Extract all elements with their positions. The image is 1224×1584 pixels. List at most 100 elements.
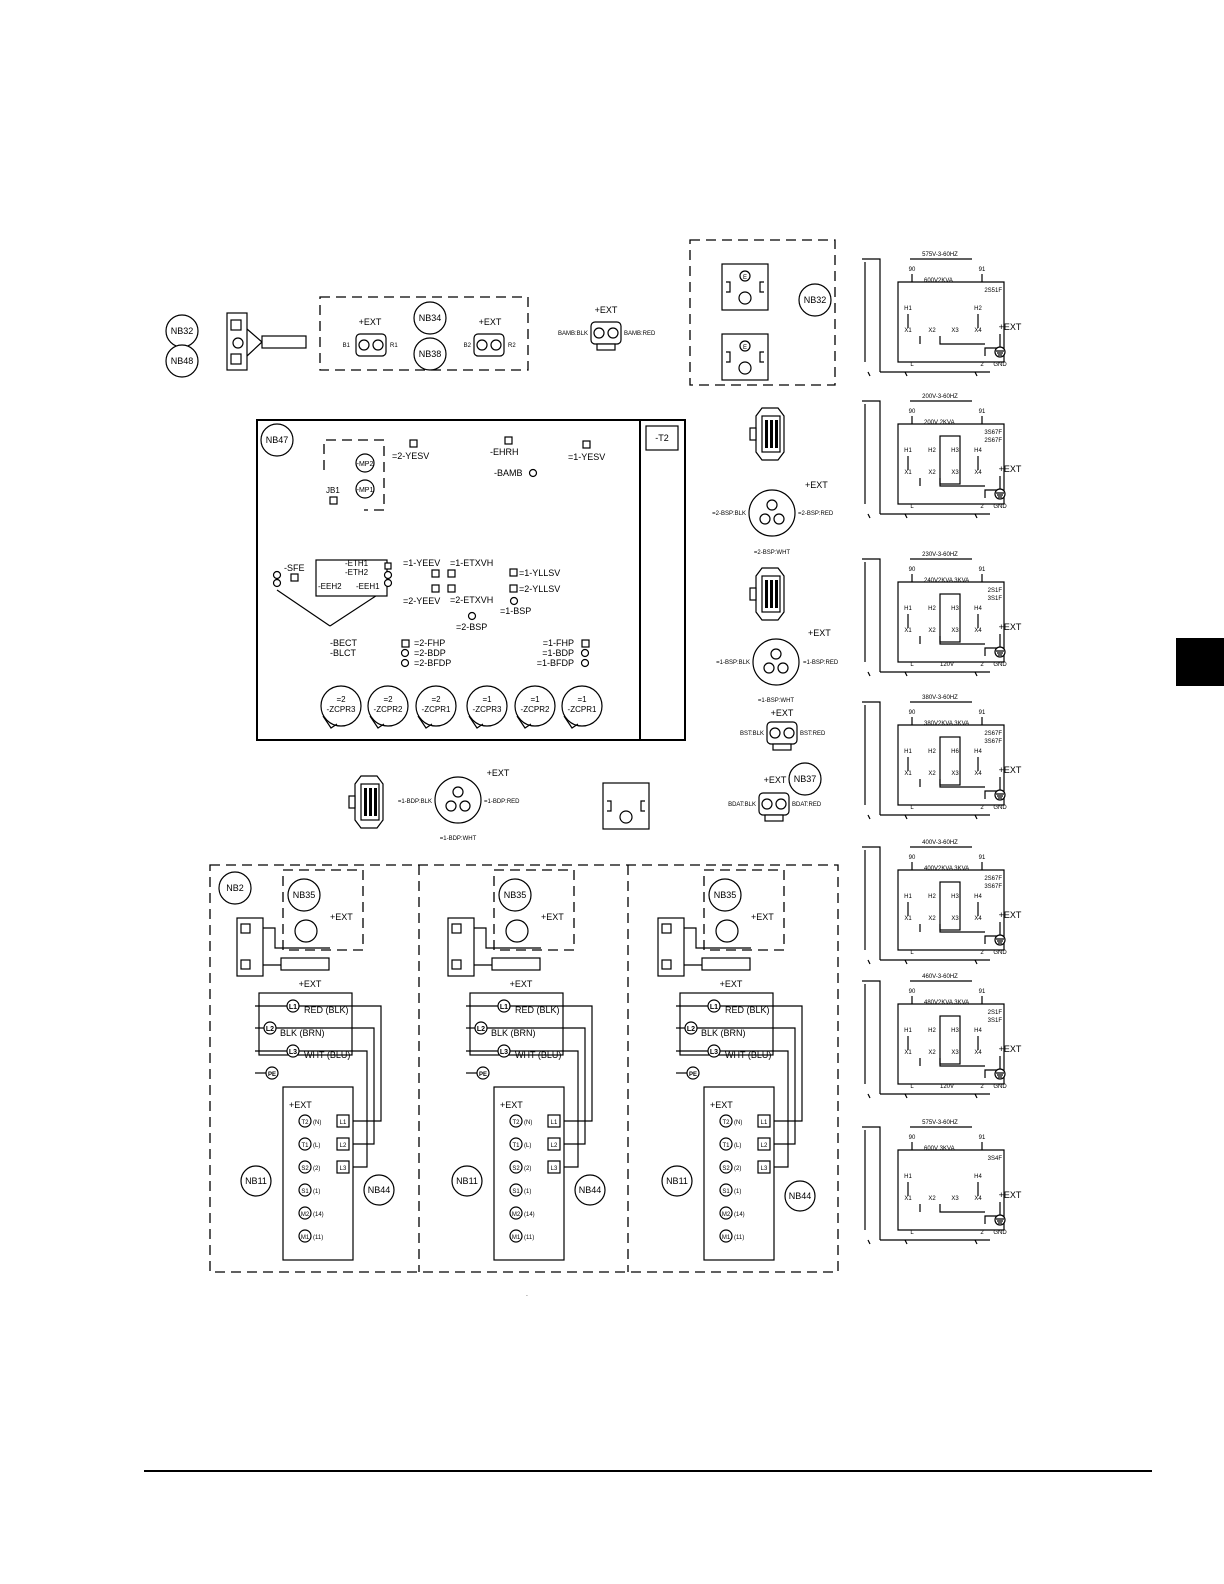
svg-text:(14): (14) (524, 1212, 535, 1218)
section-tab (1176, 638, 1224, 686)
compressor-name: -ZCPR3 (327, 705, 356, 714)
svg-text:X1: X1 (904, 916, 912, 922)
svg-text:(1): (1) (524, 1189, 531, 1195)
wire-color-label: BLK (BRN) (701, 1028, 746, 1038)
nb32-nb48-group: NB32 NB48 (165, 312, 307, 378)
svg-text:L: L (910, 662, 914, 668)
ext-label: +EXT (999, 910, 1022, 920)
svg-text:2: 2 (980, 662, 984, 668)
svg-text:M1: M1 (301, 1235, 310, 1241)
bfdp2-label: =2-BFDP (414, 658, 451, 668)
svg-text:X4: X4 (974, 328, 982, 334)
eth2-label: -ETH2 (345, 568, 369, 577)
svg-text:T1: T1 (722, 1143, 730, 1149)
svg-text:H2: H2 (928, 894, 936, 900)
bdp2-label: =2-BDP (414, 648, 446, 658)
svg-text:S1: S1 (722, 1189, 730, 1195)
yesv2-label: =2-YESV (392, 451, 429, 461)
bst-red-label: BST:RED (800, 731, 826, 737)
svg-text:H4: H4 (974, 1028, 982, 1034)
compressor-index: =2 (431, 695, 441, 704)
bdat-blk-label: BDAT:BLK (728, 802, 756, 808)
svg-text:X4: X4 (974, 916, 982, 922)
svg-text:X1: X1 (904, 1196, 912, 1202)
svg-text:2: 2 (980, 1230, 984, 1236)
transformer-id: 2S51F (984, 288, 1002, 294)
ext-label: +EXT (999, 464, 1022, 474)
svg-text:L1: L1 (500, 1004, 508, 1011)
transformer-id: 2S1F (988, 588, 1003, 594)
svg-text:120V: 120V (940, 662, 954, 668)
svg-text:T2: T2 (512, 1120, 520, 1126)
svg-text:X3: X3 (951, 916, 959, 922)
svg-text:2: 2 (980, 950, 984, 956)
sfe-label: -SFE (284, 563, 305, 573)
compressor-index: =1 (577, 695, 587, 704)
svg-text:H3: H3 (951, 606, 959, 612)
bdp1-connector-group: +EXT =1-BDP:BLK =1-BDP:RED =1-BDP:WHT (348, 768, 520, 842)
ext-label: +EXT (751, 912, 774, 922)
bdp1-wht-label: =1-BDP:WHT (440, 836, 477, 842)
svg-text:H3: H3 (951, 1028, 959, 1034)
transformer-id: 2S67F (984, 731, 1002, 737)
svg-text:90: 90 (909, 267, 916, 273)
svg-text:L1: L1 (289, 1004, 297, 1011)
svg-text:T2: T2 (301, 1120, 309, 1126)
svg-text:M2: M2 (512, 1212, 521, 1218)
compressor-name: -ZCPR1 (568, 705, 597, 714)
svg-text:L1: L1 (551, 1120, 558, 1126)
transformer-id: 2S67F (984, 876, 1002, 882)
svg-text:X4: X4 (974, 470, 982, 476)
svg-text:PE: PE (479, 1072, 487, 1078)
svg-text:X4: X4 (974, 1050, 982, 1056)
yeev2-label: =2-YEEV (403, 596, 440, 606)
transformer-title: 380V-3-60HZ (922, 695, 958, 701)
nb35-circle (498, 878, 532, 912)
ext-label: +EXT (289, 1100, 312, 1110)
bfdp1-label: =1-BFDP (537, 658, 574, 668)
bsp1-connector-group: +EXT =1-BSP:BLK =1-BSP:RED =1-BSP:WHT (716, 567, 839, 704)
ext-label: +EXT (999, 1190, 1022, 1200)
bdat-red-label: BDAT:RED (792, 802, 822, 808)
wire-color-label: WHT (BLU) (725, 1050, 771, 1060)
svg-text:H4: H4 (974, 606, 982, 612)
eeh2-label: -EEH2 (318, 582, 342, 591)
bsp2-connector-group: +EXT =2-BSP:BLK =2-BSP:RED =2-BSP:WHT (712, 407, 834, 556)
ehrh-label: -EHRH (490, 447, 519, 457)
svg-text:L3: L3 (761, 1166, 768, 1172)
svg-text:90: 90 (909, 989, 916, 995)
svg-text:GND: GND (993, 1230, 1007, 1236)
transformer-id-2: 3S67F (984, 884, 1002, 890)
svg-text:2: 2 (980, 362, 984, 368)
svg-text:(N): (N) (313, 1120, 321, 1126)
nb35-label: NB35 (293, 890, 316, 900)
transformer-title: 230V-3-60HZ (922, 552, 958, 558)
nb32-right-label: NB32 (804, 295, 827, 305)
svg-text:91: 91 (979, 567, 986, 573)
svg-text:X3: X3 (951, 328, 959, 334)
svg-text:90: 90 (909, 567, 916, 573)
ext-label: +EXT (595, 305, 618, 315)
ext-label: +EXT (720, 979, 743, 989)
svg-text:GND: GND (993, 805, 1007, 811)
svg-text:(2): (2) (524, 1166, 531, 1172)
svg-text:X2: X2 (928, 628, 936, 634)
svg-text:(N): (N) (734, 1120, 742, 1126)
svg-text:2: 2 (980, 504, 984, 510)
b2-label: B2 (464, 343, 472, 349)
svg-text:M2: M2 (301, 1212, 310, 1218)
compressor: =2-ZCPR1 (415, 685, 457, 729)
svg-text:H1: H1 (904, 894, 912, 900)
svg-text:(14): (14) (313, 1212, 324, 1218)
bsp2-label: =2-BSP (456, 622, 487, 632)
nb35-circle (708, 878, 742, 912)
nb44-label: NB44 (579, 1185, 602, 1195)
svg-text:GND: GND (993, 950, 1007, 956)
svg-text:120V: 120V (940, 1084, 954, 1090)
svg-text:L2: L2 (551, 1143, 558, 1149)
svg-text:T1: T1 (512, 1143, 520, 1149)
bsp2-wht-label: =2-BSP:WHT (754, 550, 791, 556)
svg-text:X3: X3 (951, 771, 959, 777)
